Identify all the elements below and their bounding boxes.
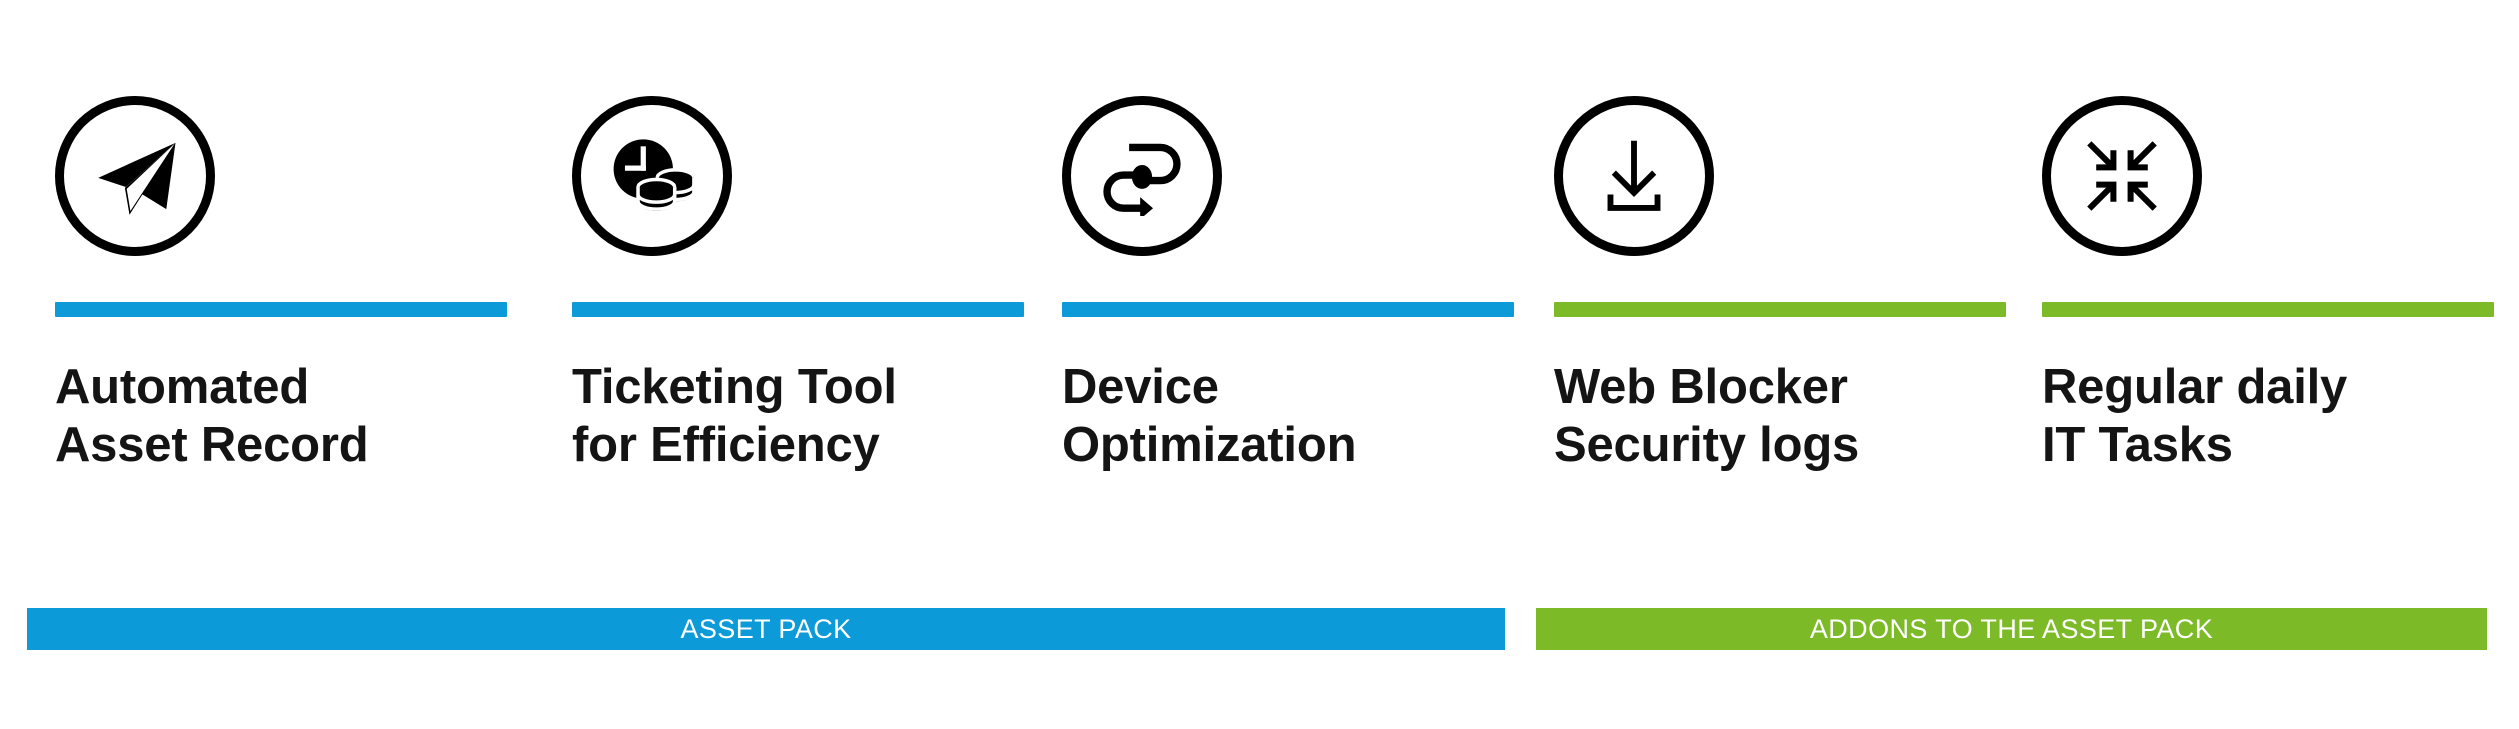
feature-title-line2: Optimization bbox=[1062, 417, 1357, 472]
feature-title: Web Blocker Security logs bbox=[1554, 359, 2006, 475]
feature-title-line2: for Efficiency bbox=[572, 417, 880, 472]
banner-asset-pack[interactable]: ASSET PACK bbox=[27, 608, 1505, 650]
feature-column[interactable]: Device Optimization bbox=[1062, 96, 1514, 475]
feature-title-line2: Asset Record bbox=[55, 417, 369, 472]
feature-title-line1: Web Blocker bbox=[1554, 360, 1848, 414]
feature-title: Regular daily IT Tasks bbox=[2042, 359, 2494, 475]
banner-asset-pack-label: ASSET PACK bbox=[680, 613, 852, 644]
feature-title-line2: Security logs bbox=[1554, 417, 1860, 472]
clock-coins-icon bbox=[572, 96, 732, 256]
feature-title: Ticketing Tool for Efficiency bbox=[572, 359, 1024, 475]
column-divider bbox=[55, 302, 507, 317]
feature-column[interactable]: Regular daily IT Tasks bbox=[2042, 96, 2494, 475]
feature-title-line1: Device bbox=[1062, 360, 1219, 414]
column-divider bbox=[2042, 302, 2494, 317]
banner-addons-label: ADDONS TO THE ASSET PACK bbox=[1809, 613, 2214, 644]
column-divider bbox=[572, 302, 1024, 317]
feature-title-line1: Automated bbox=[55, 360, 310, 414]
column-divider bbox=[1062, 302, 1514, 317]
feature-title-line2: IT Tasks bbox=[2042, 417, 2233, 472]
column-divider bbox=[1554, 302, 2006, 317]
download-tray-icon bbox=[1554, 96, 1714, 256]
feature-title: Device Optimization bbox=[1062, 359, 1514, 475]
feature-column[interactable]: Web Blocker Security logs bbox=[1554, 96, 2006, 475]
feature-title: Automated Asset Record bbox=[55, 359, 507, 475]
feature-columns: Automated Asset Record bbox=[55, 96, 2494, 475]
group-banners: ASSET PACK ADDONS TO THE ASSET PACK bbox=[0, 608, 2519, 652]
compress-arrows-icon bbox=[2042, 96, 2202, 256]
route-optimization-icon bbox=[1062, 96, 1222, 256]
feature-title-line1: Regular daily bbox=[2042, 360, 2348, 414]
paper-plane-icon bbox=[55, 96, 215, 256]
banner-addons[interactable]: ADDONS TO THE ASSET PACK bbox=[1536, 608, 2487, 650]
feature-column[interactable]: Automated Asset Record bbox=[55, 96, 507, 475]
feature-title-line1: Ticketing Tool bbox=[572, 360, 897, 414]
feature-column[interactable]: Ticketing Tool for Efficiency bbox=[572, 96, 1024, 475]
